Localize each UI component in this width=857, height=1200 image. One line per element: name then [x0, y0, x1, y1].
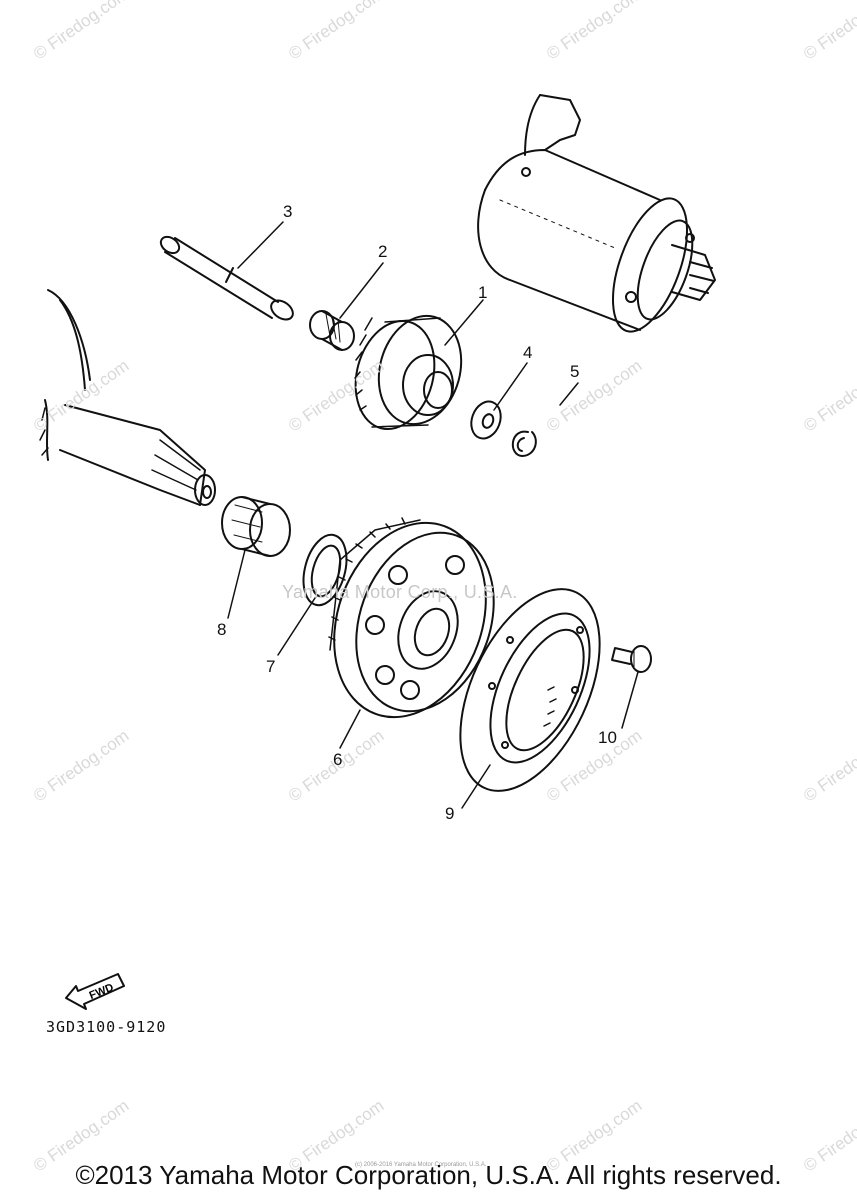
- callout-7: 7: [266, 657, 276, 676]
- circlip-5: [512, 430, 537, 457]
- starter-gear-6: [328, 517, 495, 719]
- crankshaft: [39, 289, 216, 506]
- leader-lines: [227, 221, 639, 809]
- callout-10: 10: [598, 728, 617, 747]
- callout-9: 9: [445, 804, 455, 823]
- copyright-footer: ©2013 Yamaha Motor Corporation, U.S.A. A…: [75, 1160, 782, 1190]
- center-watermark: Yamaha Motor Corp., U.S.A.: [282, 582, 518, 602]
- part-code: 3GD3100-9120: [46, 1018, 167, 1036]
- callout-1: 1: [478, 283, 488, 302]
- callout-8: 8: [217, 620, 227, 639]
- bolt-10: [611, 645, 652, 673]
- callout-3: 3: [283, 202, 293, 221]
- callout-4: 4: [523, 343, 533, 362]
- starter-motor: [477, 94, 716, 333]
- shaft-3: [159, 235, 294, 321]
- fwd-arrow-icon: FWD: [65, 973, 125, 1010]
- tiny-copyright: (c) 2006-2016 Yamaha Motor Corporation, …: [355, 1162, 487, 1168]
- clutch-9: [459, 588, 601, 792]
- washer-4: [470, 400, 502, 440]
- callout-2: 2: [378, 242, 388, 261]
- bearing-8: [221, 496, 291, 557]
- callout-6: 6: [333, 750, 343, 769]
- idler-gear-1: [354, 314, 463, 431]
- callout-5: 5: [570, 362, 580, 381]
- bearing-2: [309, 310, 355, 351]
